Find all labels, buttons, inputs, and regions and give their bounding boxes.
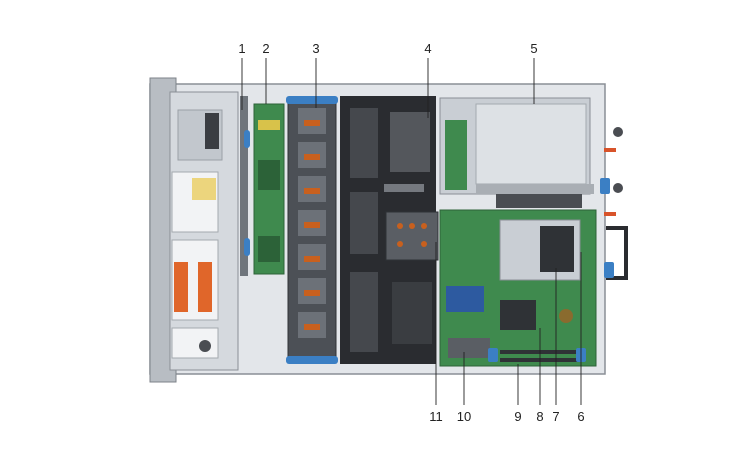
callout-9: 9 [514,409,521,424]
drive-backplane [240,96,285,276]
power-supply-handle [600,127,628,280]
motherboard [439,209,597,367]
callout-1: 1 [238,41,245,56]
air-shroud [340,96,439,364]
callout-6: 6 [577,409,584,424]
processor-heatsink [397,223,427,247]
callout-numbers-bottom: 11 10 9 8 7 6 [429,409,584,424]
front-panel [149,77,239,383]
callout-numbers-top: 1 2 3 4 5 [238,41,537,56]
callout-8: 8 [536,409,543,424]
callout-7: 7 [552,409,559,424]
cooling-fan-array [286,96,338,364]
dimm-module [500,350,584,362]
cooling-fan [298,108,326,338]
callout-11: 11 [429,409,443,424]
callout-leaders [241,58,582,405]
expansion-card-riser [439,97,594,208]
server-chassis [149,77,628,383]
callout-3: 3 [312,41,319,56]
callout-5: 5 [530,41,537,56]
callout-4: 4 [424,41,431,56]
callout-10: 10 [457,409,471,424]
callout-2: 2 [262,41,269,56]
